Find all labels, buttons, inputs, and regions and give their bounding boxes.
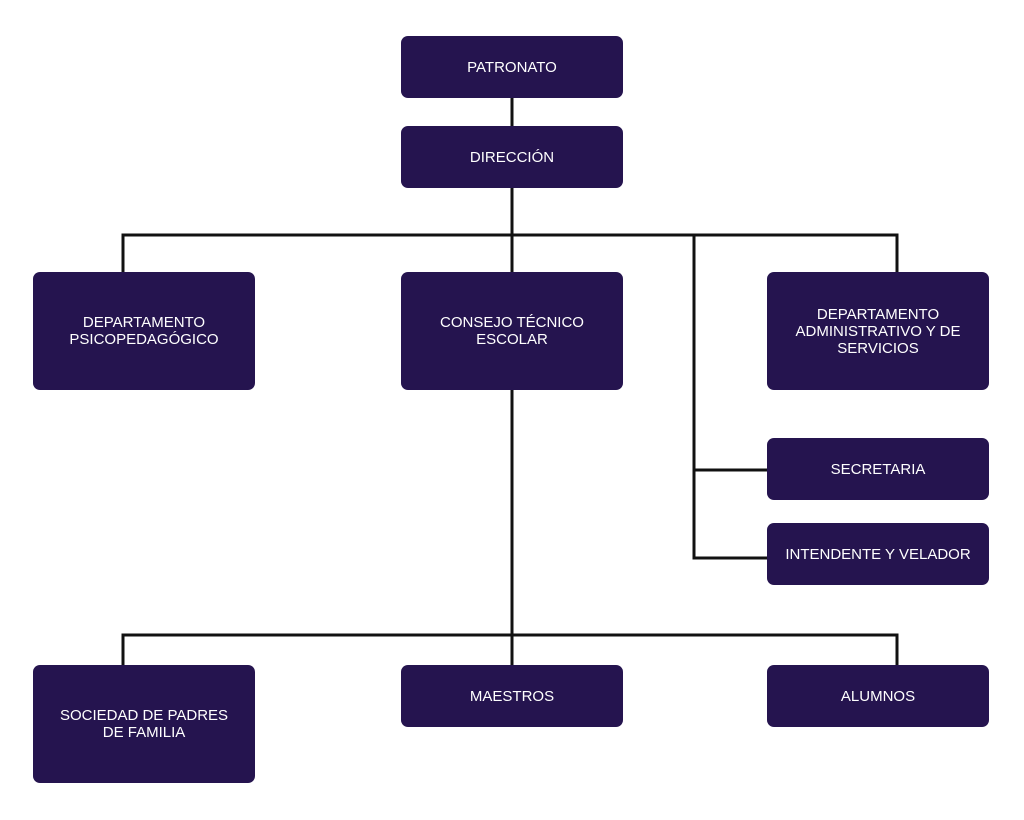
node-departamento-psicopedagogico: DEPARTAMENTO PSICOPEDAGÓGICO — [33, 272, 255, 390]
node-alumnos: ALUMNOS — [767, 665, 989, 727]
node-sociedad-de-padres: SOCIEDAD DE PADRES DE FAMILIA — [33, 665, 255, 783]
node-label-alumnos: ALUMNOS — [840, 687, 916, 705]
node-label-consejo-tecnico-escolar: CONSEJO TÉCNICO ESCOLAR — [440, 314, 584, 348]
node-label-secretaria: SECRETARIA — [830, 460, 926, 478]
node-direccion: DIRECCIÓN — [401, 126, 623, 188]
node-label-departamento-psicopedagogico: DEPARTAMENTO PSICOPEDAGÓGICO — [69, 314, 219, 348]
node-label-departamento-administrativo: DEPARTAMENTO ADMINISTRATIVO Y DE SERVICI… — [795, 305, 961, 357]
node-patronato: PATRONATO — [401, 36, 623, 98]
node-label-sociedad-de-padres: SOCIEDAD DE PADRES DE FAMILIA — [59, 707, 229, 741]
node-consejo-tecnico-escolar: CONSEJO TÉCNICO ESCOLAR — [401, 272, 623, 390]
node-maestros: MAESTROS — [401, 665, 623, 727]
node-secretaria: SECRETARIA — [767, 438, 989, 500]
node-departamento-administrativo: DEPARTAMENTO ADMINISTRATIVO Y DE SERVICI… — [767, 272, 989, 390]
node-label-direccion: DIRECCIÓN — [469, 148, 555, 166]
node-label-intendente-y-velador: INTENDENTE Y VELADOR — [785, 545, 971, 563]
node-label-patronato: PATRONATO — [467, 58, 557, 76]
node-intendente-y-velador: INTENDENTE Y VELADOR — [767, 523, 989, 585]
node-label-maestros: MAESTROS — [469, 687, 555, 705]
